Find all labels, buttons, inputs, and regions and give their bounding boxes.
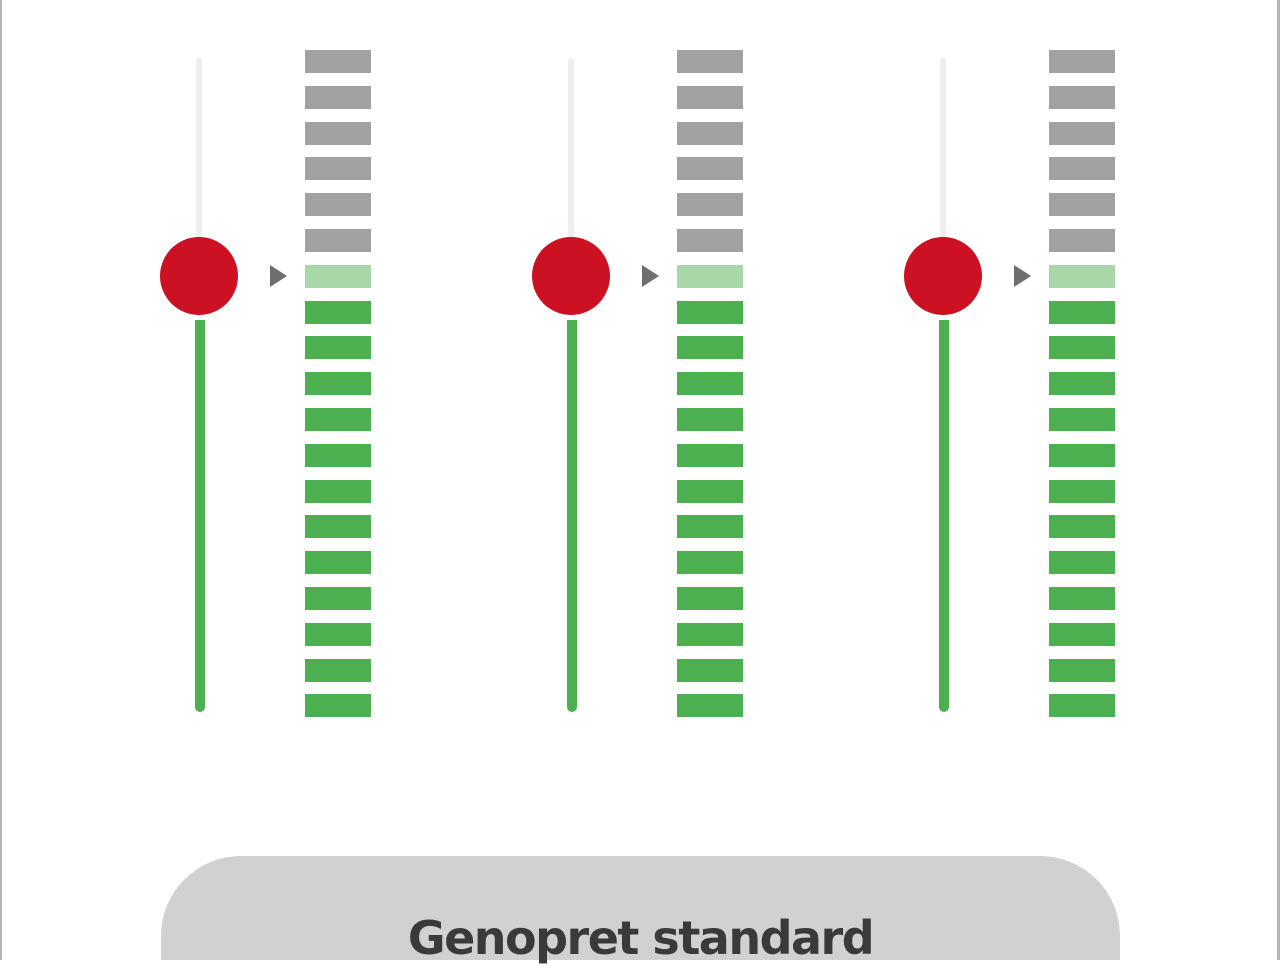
level-bar-off [1049, 50, 1115, 73]
slider-track-active[interactable] [195, 320, 205, 712]
level-bar-on [677, 587, 743, 610]
level-bar-on [305, 444, 371, 467]
slider-track-inactive[interactable] [940, 58, 946, 248]
level-bar-on [1049, 515, 1115, 538]
level-bar-on [677, 659, 743, 682]
level-bar-off [305, 229, 371, 252]
level-bar-off [1049, 229, 1115, 252]
slider-track-active[interactable] [567, 320, 577, 712]
level-bar-on [677, 444, 743, 467]
slider-track-inactive[interactable] [568, 58, 574, 248]
level-bar-current [1049, 265, 1115, 288]
level-bar-off [305, 86, 371, 109]
level-bar-off [305, 50, 371, 73]
reset-defaults-button[interactable]: Genopret standard [161, 856, 1120, 965]
level-bar-off [677, 157, 743, 180]
reset-defaults-label: Genopret standard [407, 911, 875, 965]
level-bar-on [305, 372, 371, 395]
slider-column-1 [160, 0, 420, 760]
level-bar-off [677, 229, 743, 252]
level-bar-on [1049, 372, 1115, 395]
level-bar-on [305, 694, 371, 717]
level-bar-on [677, 336, 743, 359]
level-bar-on [305, 336, 371, 359]
level-bar-on [1049, 301, 1115, 324]
level-bar-on [677, 301, 743, 324]
level-bar-on [1049, 659, 1115, 682]
level-bar-on [305, 623, 371, 646]
level-bar-on [305, 480, 371, 503]
slider-column-3 [904, 0, 1164, 760]
slider-knob[interactable] [904, 237, 982, 315]
level-bar-on [305, 587, 371, 610]
level-bar-off [1049, 86, 1115, 109]
level-bar-on [1049, 623, 1115, 646]
level-bar-on [305, 408, 371, 431]
level-bar-on [677, 551, 743, 574]
level-bar-on [305, 515, 371, 538]
level-bar-on [677, 480, 743, 503]
level-bar-on [1049, 480, 1115, 503]
slider-track-active[interactable] [939, 320, 949, 712]
slider-column-2 [532, 0, 792, 760]
level-bar-on [305, 659, 371, 682]
level-bar-on [677, 408, 743, 431]
level-bar-on [1049, 408, 1115, 431]
level-bar-on [1049, 694, 1115, 717]
slider-track-inactive[interactable] [196, 58, 202, 248]
level-bar-off [1049, 193, 1115, 216]
slider-knob[interactable] [160, 237, 238, 315]
level-bar-on [677, 623, 743, 646]
level-bar-on [677, 694, 743, 717]
level-bar-off [1049, 122, 1115, 145]
level-bar-off [677, 50, 743, 73]
level-bar-on [1049, 444, 1115, 467]
level-bar-on [677, 372, 743, 395]
level-bar-current [305, 265, 371, 288]
level-bar-on [1049, 587, 1115, 610]
level-bar-on [1049, 336, 1115, 359]
level-bar-off [305, 157, 371, 180]
level-bar-off [305, 193, 371, 216]
level-bar-on [677, 515, 743, 538]
level-bar-on [1049, 551, 1115, 574]
level-bar-off [677, 193, 743, 216]
level-bar-current [677, 265, 743, 288]
level-bar-off [677, 122, 743, 145]
level-bar-off [305, 122, 371, 145]
level-pointer-icon [1014, 265, 1031, 287]
level-bar-off [677, 86, 743, 109]
slider-knob[interactable] [532, 237, 610, 315]
level-bar-on [305, 551, 371, 574]
level-bar-on [305, 301, 371, 324]
level-pointer-icon [270, 265, 287, 287]
level-pointer-icon [642, 265, 659, 287]
level-bar-off [1049, 157, 1115, 180]
